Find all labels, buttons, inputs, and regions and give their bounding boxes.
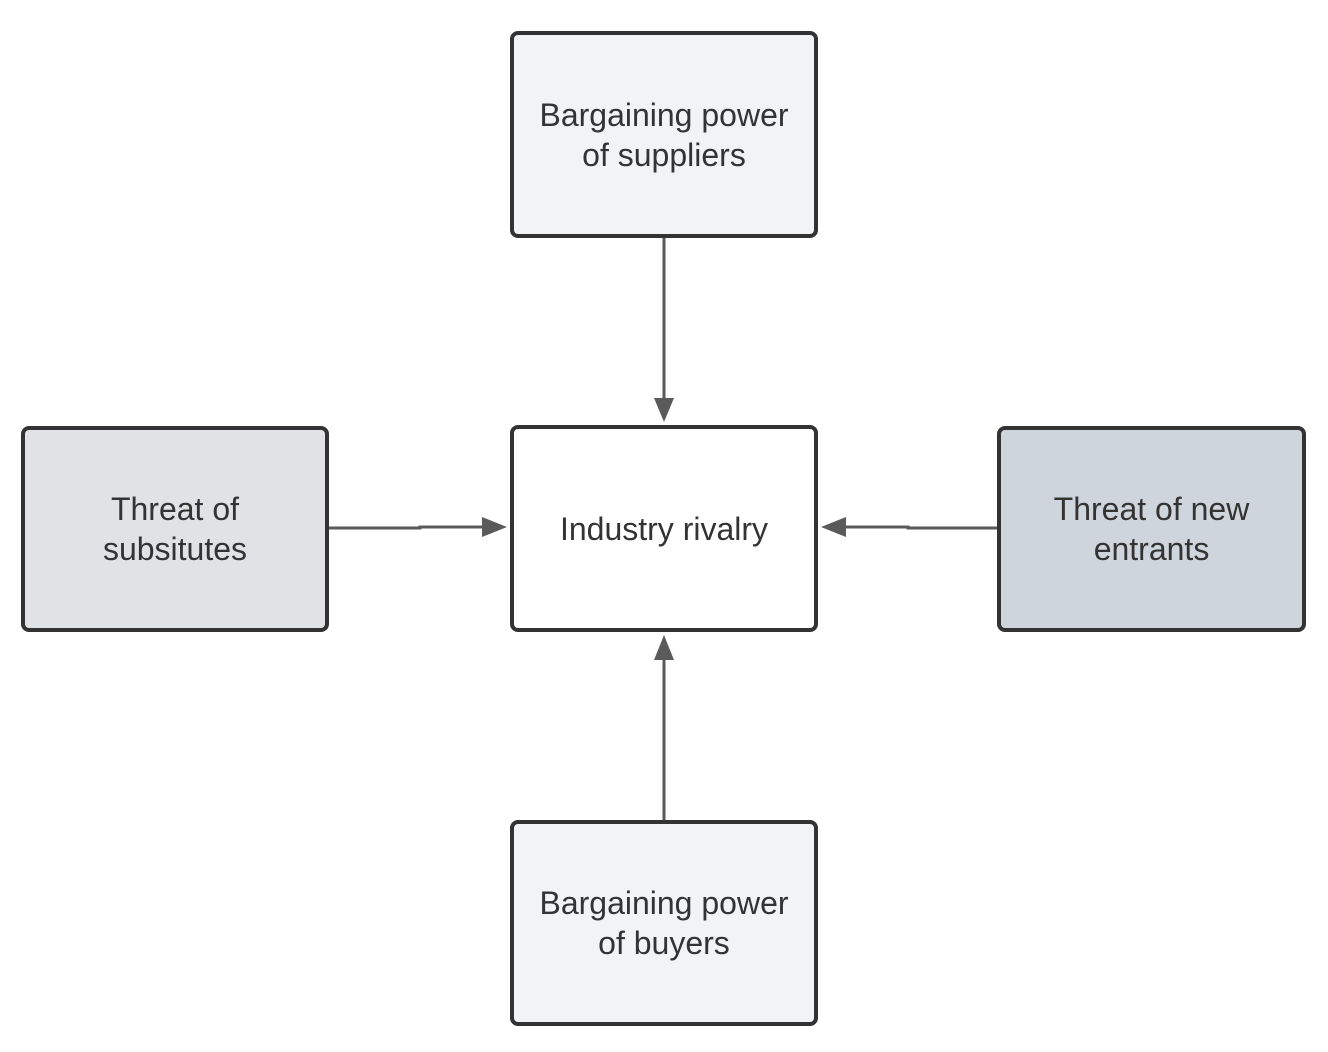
edge-suppliers-to-rivalry <box>654 238 674 422</box>
arrowhead-suppliers <box>654 398 674 422</box>
node-buyers-label-line1: Bargaining power <box>539 885 789 921</box>
node-bargaining-power-of-buyers: Bargaining power of buyers <box>510 820 818 1026</box>
node-suppliers-label-line2: of suppliers <box>582 136 746 173</box>
edge-entrants-to-rivalry <box>821 517 997 537</box>
node-substitutes-label-line2: subsitutes <box>102 531 248 567</box>
node-industry-rivalry: Industry rivalry <box>510 425 818 632</box>
node-substitutes-label-line1: Threat of <box>110 491 240 527</box>
edge-substitutes-to-rivalry <box>329 517 507 537</box>
node-bargaining-power-of-suppliers: Bargaining power of suppliers <box>510 31 818 238</box>
node-rivalry-label: Industry rivalry <box>559 510 769 547</box>
arrowhead-substitutes <box>482 517 507 537</box>
arrowhead-entrants <box>821 517 846 537</box>
node-threat-of-new-entrants: Threat of new entrants <box>997 426 1306 632</box>
arrowhead-buyers <box>654 635 674 660</box>
node-entrants-label-line1: Threat of new <box>1053 491 1250 527</box>
edge-buyers-to-rivalry <box>654 635 674 820</box>
node-entrants-label-line2: entrants <box>1093 531 1210 567</box>
node-threat-of-substitutes: Threat of subsitutes <box>21 426 329 632</box>
node-buyers-label-line2: of buyers <box>598 925 730 961</box>
node-suppliers-label-line1: Bargaining power <box>539 96 789 133</box>
